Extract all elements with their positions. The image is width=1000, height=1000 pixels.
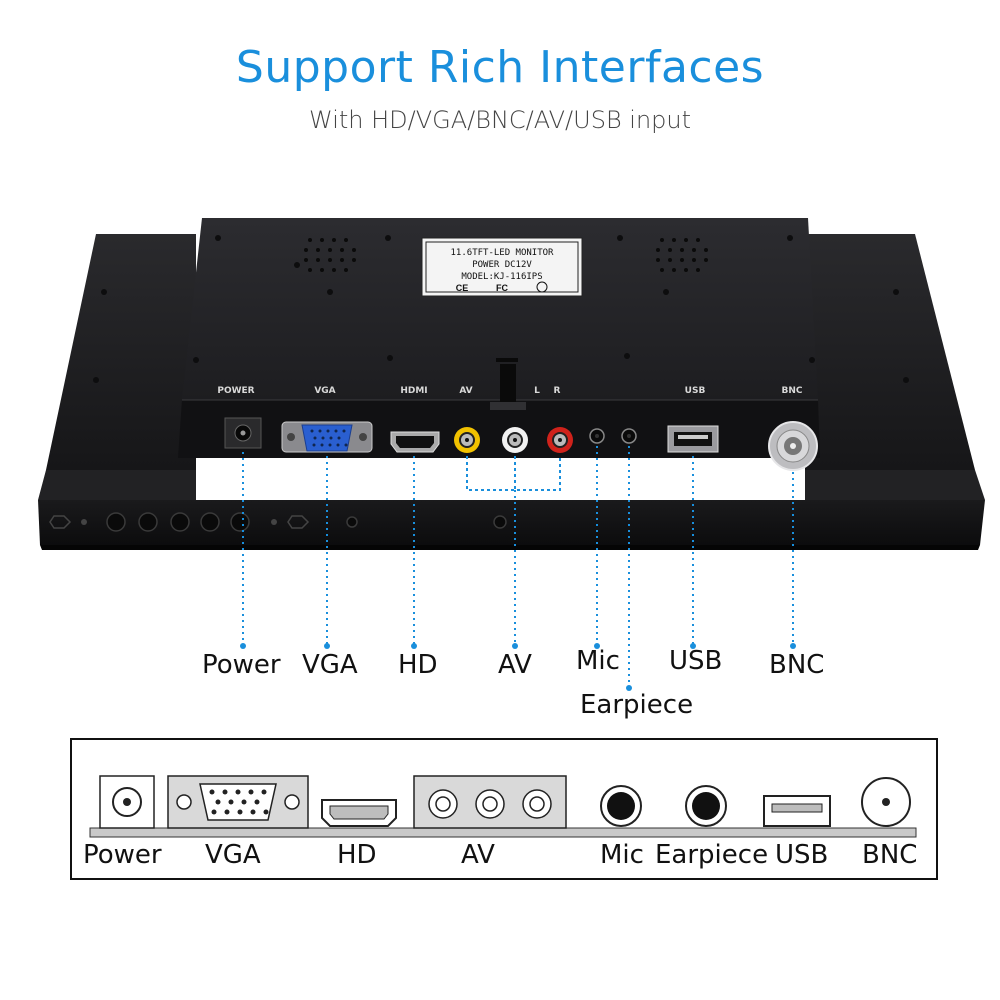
silk-usb: USB bbox=[685, 386, 706, 396]
edge-buttons bbox=[49, 512, 507, 532]
legend-power-icon bbox=[99, 775, 155, 829]
legend-bnc-label: BNC bbox=[862, 840, 918, 870]
silk-av: AV bbox=[459, 386, 472, 396]
legend-mic-icon bbox=[600, 785, 642, 827]
legend-usb-label: USB bbox=[775, 840, 829, 870]
callout-mic: Mic bbox=[576, 646, 620, 676]
callout-hd: HD bbox=[398, 650, 438, 680]
callout-bnc: BNC bbox=[769, 650, 825, 680]
sticker-line1: 11.6TFT-LED MONITOR bbox=[451, 248, 555, 258]
bnc-port bbox=[768, 421, 818, 471]
usb-port bbox=[667, 425, 719, 453]
power-port bbox=[224, 417, 262, 449]
av-white-port bbox=[502, 427, 528, 453]
legend-hd-label: HD bbox=[337, 840, 377, 870]
silk-power: POWER bbox=[217, 386, 254, 396]
leader-lines bbox=[242, 446, 794, 688]
callout-earpiece: Earpiece bbox=[580, 690, 694, 720]
monitor-bottom-edge bbox=[38, 500, 985, 550]
speaker-grille-left bbox=[304, 238, 356, 272]
legend-av-label: AV bbox=[461, 840, 495, 870]
legend-earpiece-icon bbox=[685, 785, 727, 827]
legend-usb-icon bbox=[763, 795, 831, 827]
vga-port bbox=[281, 421, 373, 453]
callout-usb: USB bbox=[669, 646, 723, 676]
sticker-line2: POWER DC12V bbox=[472, 260, 532, 270]
legend-hd-icon bbox=[321, 799, 397, 827]
sticker-line3: MODEL:KJ-116IPS bbox=[461, 272, 542, 282]
silk-bnc: BNC bbox=[782, 386, 803, 396]
mic-jack bbox=[589, 428, 605, 444]
silk-l: L bbox=[534, 386, 540, 396]
monitor-right-panel bbox=[805, 234, 985, 500]
speaker-grille-right bbox=[656, 238, 708, 272]
legend-vga-icon bbox=[167, 775, 309, 829]
legend-earpiece-label: Earpiece bbox=[655, 840, 769, 870]
monitor-left-panel bbox=[38, 234, 196, 500]
av-red-port bbox=[547, 427, 573, 453]
monitor-center-housing bbox=[178, 218, 820, 458]
legend-av-icon bbox=[413, 775, 567, 829]
silk-hdmi: HDMI bbox=[400, 386, 427, 396]
sticker-mark-fc: FC bbox=[496, 283, 508, 293]
legend-bnc-icon bbox=[861, 777, 911, 827]
av-yellow-port bbox=[454, 427, 480, 453]
screw-holes bbox=[93, 235, 909, 383]
model-sticker: 11.6TFT-LED MONITOR POWER DC12V MODEL:KJ… bbox=[421, 237, 583, 297]
page-subtitle: With HD/VGA/BNC/AV/USB input bbox=[308, 106, 692, 134]
stand-slot bbox=[490, 358, 526, 410]
legend-vga-label: VGA bbox=[205, 840, 261, 870]
callout-vga: VGA bbox=[302, 650, 358, 680]
silk-r: R bbox=[554, 386, 561, 396]
hdmi-port bbox=[390, 431, 440, 453]
sticker-mark-ce: CE bbox=[456, 283, 469, 293]
legend-mic-label: Mic bbox=[600, 840, 644, 870]
callout-power: Power bbox=[202, 650, 281, 680]
earpiece-jack bbox=[621, 428, 637, 444]
silk-vga: VGA bbox=[314, 386, 335, 396]
callout-av: AV bbox=[498, 650, 532, 680]
av-link-lines bbox=[466, 456, 561, 491]
page-title: Support Rich Interfaces bbox=[235, 42, 765, 93]
sticker-cert-icon bbox=[536, 281, 548, 293]
legend-power-label: Power bbox=[83, 840, 162, 870]
leader-dots bbox=[240, 643, 796, 691]
